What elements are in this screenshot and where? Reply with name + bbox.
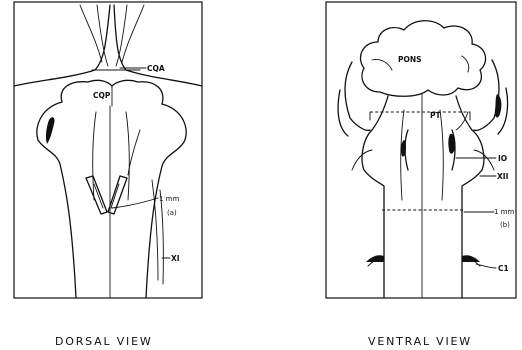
label-ventral-scale: 1 mm (494, 208, 514, 216)
label-xii: XII (497, 172, 509, 181)
label-xi: XI (171, 254, 180, 263)
ventral-medulla-outline (362, 96, 388, 298)
label-c1: C1 (498, 264, 509, 273)
dorsal-medulla-outline (37, 102, 76, 298)
pons-outline (360, 21, 485, 97)
ventral-caption: VENTRAL VIEW (368, 335, 472, 348)
ventral-panel: PONS PT IO XII 1 mm (b) C1 VENTRAL VIEW (326, 2, 516, 348)
label-cqp: CQP (93, 91, 111, 100)
label-a: (a) (167, 209, 177, 217)
dorsal-caption: DORSAL VIEW (55, 335, 153, 348)
dorsal-panel: CQA CQP 1 mm (a) XI DORSAL VIEW (14, 2, 202, 348)
label-pt: PT (430, 111, 441, 120)
dorsal-top-outline (14, 5, 110, 86)
ventral-frame (326, 2, 516, 298)
label-dorsal-scale: 1 mm (159, 195, 179, 203)
label-cqa: CQA (147, 64, 165, 73)
dorsal-electrode-marks (86, 176, 107, 214)
xi-nerve (152, 180, 158, 280)
label-io: IO (498, 154, 507, 163)
label-b: (b) (500, 221, 510, 229)
label-pons: PONS (398, 55, 422, 64)
